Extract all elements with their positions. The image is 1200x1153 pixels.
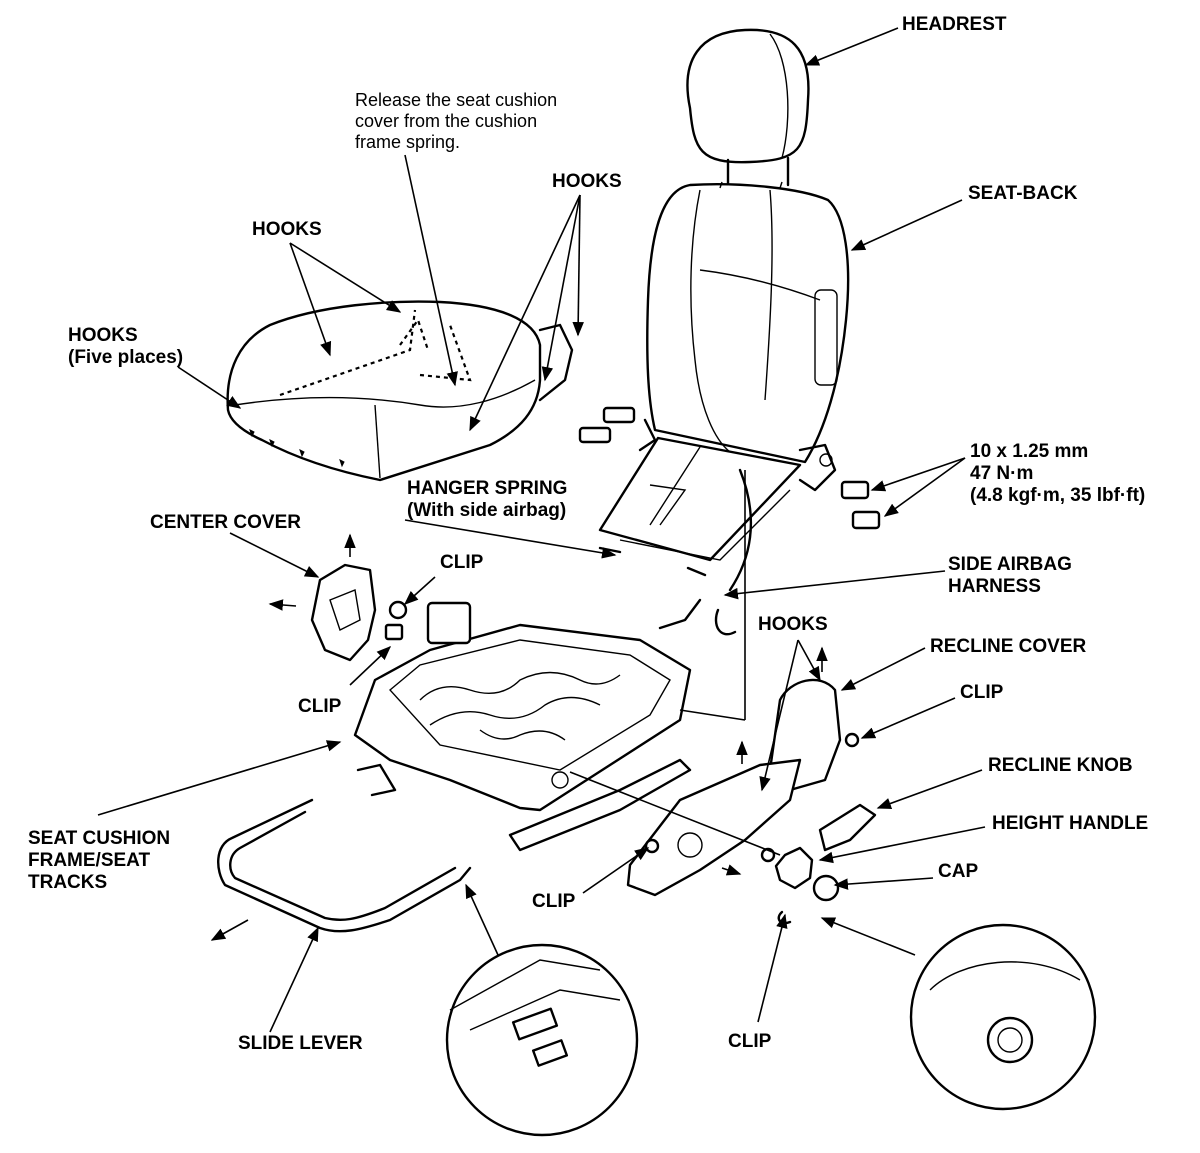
clip-bottom-label: CLIP xyxy=(532,891,576,912)
clip-top-label: CLIP xyxy=(440,552,484,573)
recline-cover-label: RECLINE COVER xyxy=(930,636,1087,657)
slide-lever-part xyxy=(217,798,472,933)
headrest-label: HEADREST xyxy=(902,14,1007,35)
slide-lever-label: SLIDE LEVER xyxy=(238,1033,363,1054)
seat-cushion-frame-part xyxy=(353,601,692,852)
clip-left-label: CLIP xyxy=(298,696,342,717)
hooks-left-label: HOOKS xyxy=(252,219,322,240)
bolt-spec-label: 10 x 1.25 mm 47 N·m (4.8 kgf·m, 35 lbf·f… xyxy=(970,441,1146,506)
clip-lower-label: CLIP xyxy=(728,1031,772,1052)
cap-label: CAP xyxy=(938,861,979,882)
height-handle-label: HEIGHT HANDLE xyxy=(992,813,1149,834)
detail-circle-left xyxy=(445,943,639,1137)
side-airbag-harness-label: SIDE AIRBAG HARNESS xyxy=(948,554,1072,597)
seat-cushion-frame-label: SEAT CUSHION FRAME/SEAT TRACKS xyxy=(28,828,171,893)
seat-back-part xyxy=(598,181,850,636)
center-cover-part xyxy=(310,563,408,662)
recline-cover-part xyxy=(626,678,877,925)
release-note-label: Release the seat cushion cover from the … xyxy=(355,90,558,152)
recline-knob-label: RECLINE KNOB xyxy=(988,755,1133,776)
hooks-right-label: HOOKS xyxy=(552,171,622,192)
hooks-five-places-label: HOOKS (Five places) xyxy=(68,325,184,368)
hanger-spring-label: HANGER SPRING (With side airbag) xyxy=(407,478,568,521)
detail-circle-right xyxy=(909,923,1097,1111)
clip-right-label: CLIP xyxy=(960,682,1004,703)
seat-back-label: SEAT-BACK xyxy=(968,183,1078,204)
headrest-part xyxy=(686,28,810,187)
leader-lines xyxy=(97,27,986,1033)
bolts xyxy=(578,406,881,530)
center-cover-label: CENTER COVER xyxy=(150,512,301,533)
hooks-recline-label: HOOKS xyxy=(758,614,828,635)
seat-cushion-part xyxy=(226,300,574,482)
